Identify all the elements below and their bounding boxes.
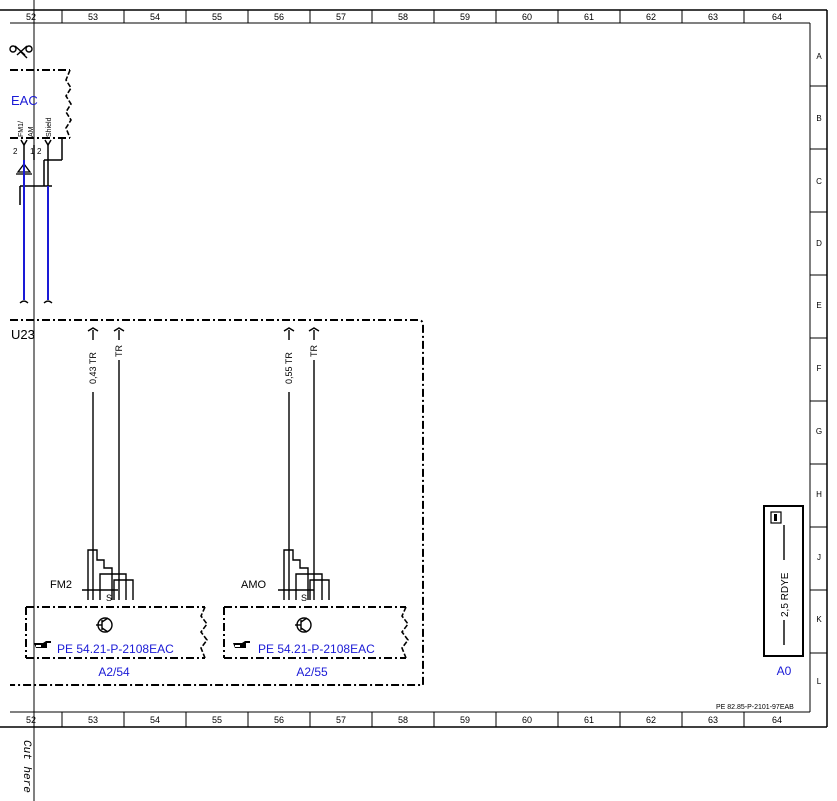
reference-link[interactable]: PE 54.21-P-2108EAC bbox=[57, 642, 174, 656]
connector-label: FM2 bbox=[50, 579, 72, 591]
col-label: 58 bbox=[398, 715, 408, 725]
u23-box bbox=[10, 319, 424, 686]
row-label: C bbox=[816, 177, 822, 186]
row-ticks bbox=[810, 85, 827, 654]
wire-label: 0,55 TR bbox=[284, 352, 294, 384]
a0-component-label: A0 bbox=[777, 664, 792, 678]
wire-break-marks bbox=[19, 300, 53, 304]
col-label: 63 bbox=[708, 715, 718, 725]
row-label: D bbox=[816, 239, 822, 248]
col-label: 57 bbox=[336, 12, 346, 22]
col-label: 54 bbox=[150, 715, 160, 725]
shield-label: S bbox=[106, 593, 112, 603]
col-label: 59 bbox=[460, 12, 470, 22]
col-label: 60 bbox=[522, 715, 532, 725]
group1-box bbox=[25, 606, 205, 659]
wire-label: 0,43 TR bbox=[88, 352, 98, 384]
row-label: L bbox=[817, 677, 822, 686]
row-label: K bbox=[816, 615, 822, 624]
row-label: B bbox=[816, 114, 821, 123]
col-label: 62 bbox=[646, 715, 656, 725]
eac-pin-number: 2 bbox=[37, 147, 42, 156]
ruler-top: 52 53 54 55 56 57 58 59 60 61 62 63 64 bbox=[26, 12, 782, 22]
transistor-icon bbox=[96, 617, 113, 633]
ruler-right: A B C D E F G H J K L bbox=[816, 52, 822, 686]
pointing-hand-icon bbox=[233, 641, 250, 648]
group2-wires bbox=[278, 327, 330, 600]
col-label: 52 bbox=[26, 715, 36, 725]
column-ticks bbox=[61, 10, 745, 727]
col-label: 57 bbox=[336, 715, 346, 725]
col-label: 52 bbox=[26, 12, 36, 22]
row-label: H bbox=[816, 490, 822, 499]
document-ref: PE 82.85-P-2101-97EAB bbox=[716, 704, 794, 711]
col-label: 62 bbox=[646, 12, 656, 22]
a0-box bbox=[763, 505, 804, 657]
row-label: A bbox=[816, 52, 822, 61]
eac-pin-number: 2 bbox=[13, 147, 18, 156]
blue-wires bbox=[23, 160, 49, 300]
col-label: 61 bbox=[584, 715, 594, 725]
connector-label: AMO bbox=[241, 579, 267, 591]
col-label: 64 bbox=[772, 12, 782, 22]
group2-box bbox=[223, 606, 406, 659]
info-icon bbox=[770, 511, 782, 524]
col-label: 61 bbox=[584, 12, 594, 22]
col-label: 59 bbox=[460, 715, 470, 725]
eac-label: EAC bbox=[11, 93, 38, 108]
component-label: A2/55 bbox=[296, 665, 328, 679]
a0-wire-label: 2,5 RDYE bbox=[780, 572, 791, 617]
a0-label-gap bbox=[780, 560, 789, 620]
wire-label: TR bbox=[309, 345, 319, 357]
col-label: 60 bbox=[522, 12, 532, 22]
col-label: 56 bbox=[274, 715, 284, 725]
u23-label: U23 bbox=[11, 327, 35, 342]
eac-box-break bbox=[65, 69, 72, 139]
col-label: 53 bbox=[88, 715, 98, 725]
col-label: 64 bbox=[772, 715, 782, 725]
row-label: F bbox=[817, 364, 822, 373]
eac-connectors bbox=[19, 138, 63, 205]
row-label: E bbox=[816, 301, 821, 310]
col-label: 55 bbox=[212, 12, 222, 22]
eac-pin-label: Shield bbox=[46, 117, 53, 137]
eac-box bbox=[10, 69, 70, 139]
col-label: 55 bbox=[212, 715, 222, 725]
col-label: 56 bbox=[274, 12, 284, 22]
row-label: G bbox=[816, 427, 822, 436]
group2-box-break bbox=[401, 606, 409, 659]
cut-here-label: Cut here bbox=[20, 740, 32, 793]
scissors-icon bbox=[9, 45, 33, 59]
group1-wires bbox=[82, 327, 134, 600]
col-label: 63 bbox=[708, 12, 718, 22]
ruler-bottom: 52 53 54 55 56 57 58 59 60 61 62 63 64 bbox=[26, 715, 782, 725]
reference-link[interactable]: PE 54.21-P-2108EAC bbox=[258, 642, 375, 656]
wire-label: TR bbox=[114, 345, 124, 357]
transistor-icon bbox=[295, 617, 312, 633]
pointing-hand-icon bbox=[34, 641, 51, 648]
group1-box-break bbox=[200, 606, 208, 659]
col-label: 58 bbox=[398, 12, 408, 22]
component-label: A2/54 bbox=[98, 665, 130, 679]
col-label: 54 bbox=[150, 12, 160, 22]
shield-label: S bbox=[301, 593, 307, 603]
eac-pin-label: FM1/ bbox=[18, 121, 25, 137]
col-label: 53 bbox=[88, 12, 98, 22]
eac-pin-label: AM bbox=[28, 126, 35, 137]
eac-pin-number: 1 bbox=[30, 147, 35, 156]
row-label: J bbox=[817, 553, 821, 562]
